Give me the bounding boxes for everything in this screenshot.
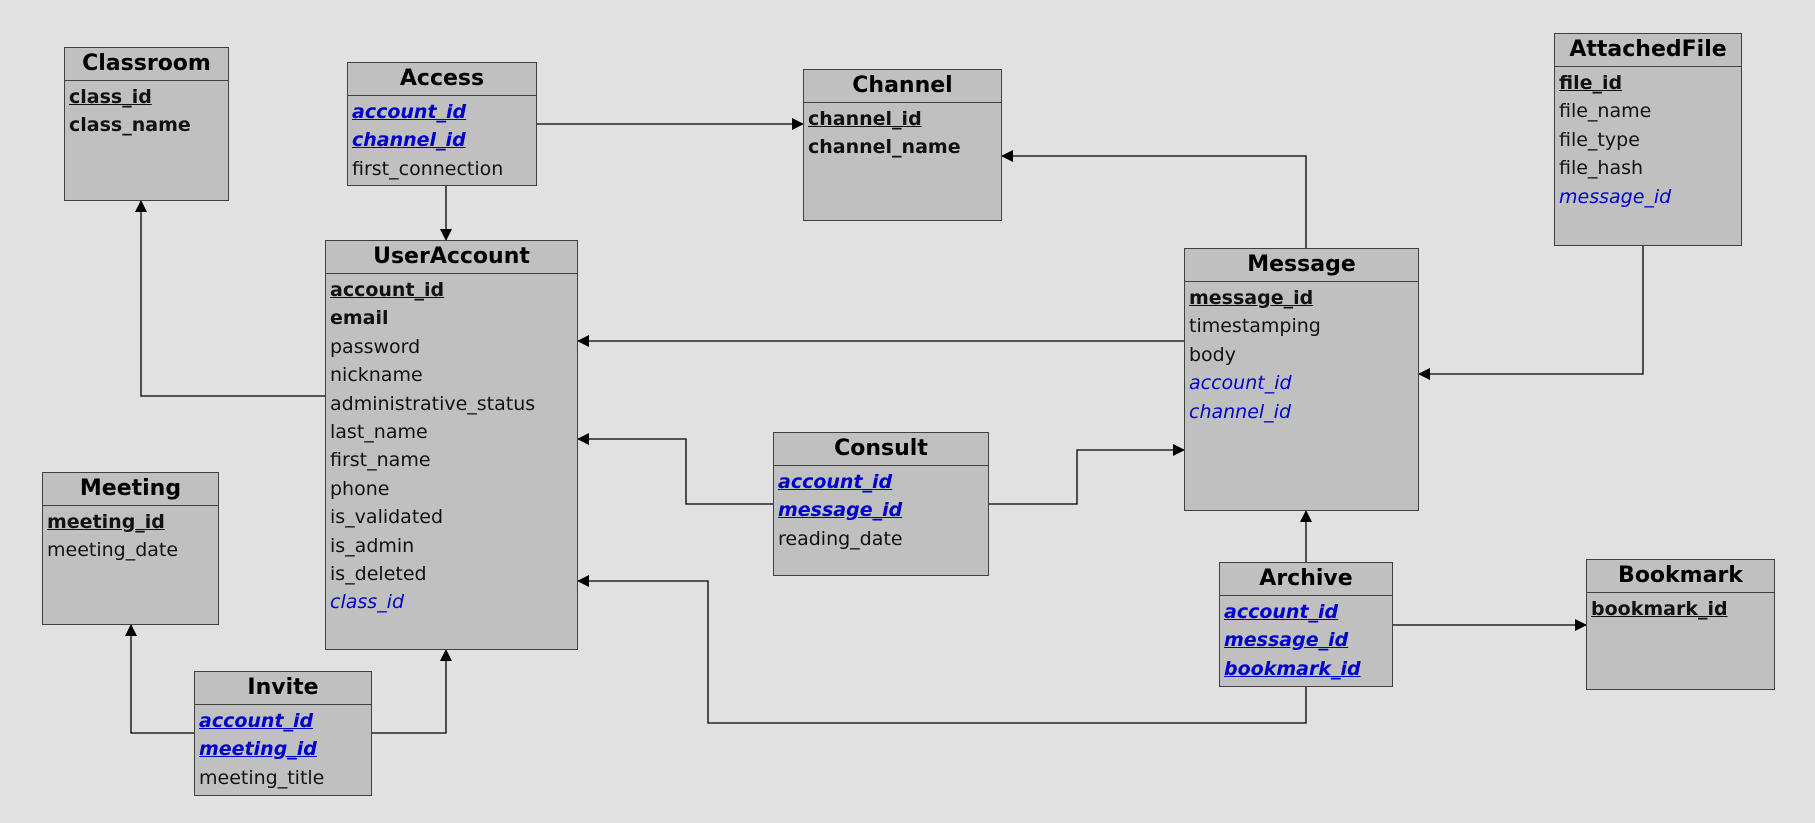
entity-consult[interactable]: Consult account_id message_id reading_date (773, 432, 989, 576)
field-channel-id: channel_id (1189, 400, 1292, 423)
entity-classroom[interactable]: Classroom class_id class_name (64, 47, 229, 201)
field-body: body (1189, 343, 1236, 366)
link-consult-to-message (989, 444, 1185, 505)
field-first-connection: first_connection (352, 157, 504, 180)
entity-meeting[interactable]: Meeting meeting_id meeting_date (42, 472, 219, 625)
field-channel-id: channel_id (808, 108, 922, 130)
entity-fields: bookmark_id (1587, 593, 1774, 625)
field-file-name: file_name (1559, 100, 1652, 123)
entity-fields: account_id message_id reading_date (774, 466, 988, 555)
field-is-deleted: is_deleted (330, 562, 427, 585)
field-last-name: last_name (330, 420, 428, 443)
field-password: password (330, 335, 421, 358)
field-is-admin: is_admin (330, 534, 415, 557)
entity-title: Consult (774, 433, 988, 466)
field-phone: phone (330, 477, 390, 500)
entity-title: UserAccount (326, 241, 577, 274)
field-meeting-id: meeting_id (199, 738, 317, 761)
entity-title: Access (348, 63, 536, 96)
field-file-hash: file_hash (1559, 157, 1644, 180)
entity-fields: account_id message_id bookmark_id (1220, 596, 1392, 685)
field-meeting-id: meeting_id (47, 511, 165, 533)
entity-access[interactable]: Access account_id channel_id first_connecti… (347, 62, 537, 186)
field-file-id: file_id (1559, 72, 1623, 94)
field-bookmark-id: bookmark_id (1591, 598, 1728, 620)
field-first-name: first_name (330, 449, 431, 472)
entity-fields: account_id channel_id first_connection (348, 96, 536, 185)
field-meeting-date: meeting_date (47, 539, 179, 562)
entity-title: Invite (195, 672, 371, 705)
field-reading-date: reading_date (778, 527, 903, 550)
entity-fields: meeting_id meeting_date (43, 506, 218, 567)
entity-channel[interactable]: Channel channel_id channel_name (803, 69, 1002, 221)
field-meeting-title: meeting_title (199, 766, 325, 789)
field-bookmark-id: bookmark_id (1224, 657, 1361, 680)
entity-title: Archive (1220, 563, 1392, 596)
entity-archive[interactable]: Archive account_id message_id bookmark_id (1219, 562, 1393, 687)
field-message-id: message_id (778, 499, 903, 522)
field-nickname: nickname (330, 364, 423, 387)
entity-fields: account_id meeting_id meeting_title (195, 705, 371, 794)
entity-title: Bookmark (1587, 560, 1774, 593)
link-message-to-channel (1001, 150, 1307, 248)
field-account-id: account_id (1224, 601, 1339, 623)
field-class-id: class_id (330, 591, 405, 614)
entity-bookmark[interactable]: Bookmark bookmark_id (1586, 559, 1775, 690)
link-invite-to-meeting (125, 624, 194, 734)
field-account-id: account_id (1189, 372, 1292, 395)
entity-message[interactable]: Message message_id timestamping body account… (1184, 248, 1419, 511)
link-useraccount-to-classroom (135, 200, 325, 397)
field-account-id: account_id (352, 101, 467, 123)
field-channel-id: channel_id (352, 129, 466, 152)
field-class-id: class_id (69, 86, 152, 108)
field-message-id: message_id (1559, 185, 1672, 208)
link-consult-to-useraccount (577, 433, 773, 505)
field-message-id: message_id (1224, 629, 1349, 652)
field-account-id: account_id (199, 710, 314, 732)
field-class-name: class_name (69, 114, 191, 137)
entity-title: Message (1185, 249, 1418, 282)
entity-title: Meeting (43, 473, 218, 506)
link-attachedfile-to-message (1418, 246, 1644, 380)
field-timestamping: timestamping (1189, 315, 1321, 338)
field-message-id: message_id (1189, 287, 1314, 309)
entity-invite[interactable]: Invite account_id meeting_id meeting_title (194, 671, 372, 796)
entity-fields: class_id class_name (65, 81, 228, 142)
link-invite-to-useraccount (372, 649, 452, 734)
field-account-id: account_id (330, 279, 445, 301)
field-is-validated: is_validated (330, 506, 444, 529)
field-administrative-status: administrative_status (330, 392, 536, 415)
entity-title: AttachedFile (1555, 34, 1741, 67)
entity-title: Classroom (65, 48, 228, 81)
field-channel-name: channel_name (808, 136, 961, 159)
field-account-id: account_id (778, 471, 893, 493)
entity-fields: channel_id channel_name (804, 103, 1001, 164)
entity-title: Channel (804, 70, 1001, 103)
field-email: email (330, 307, 389, 330)
link-archive-to-useraccount (577, 575, 1307, 724)
field-file-type: file_type (1559, 128, 1640, 151)
